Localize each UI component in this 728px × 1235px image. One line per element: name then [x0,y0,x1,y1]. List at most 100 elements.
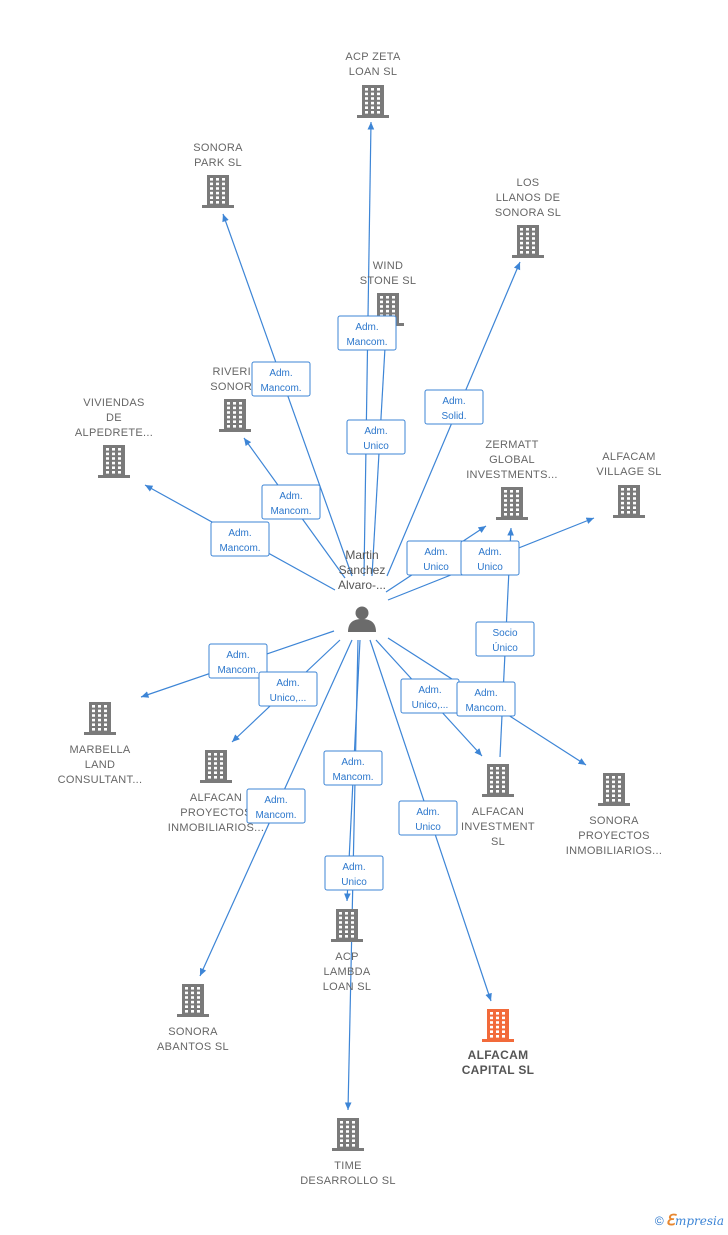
company-node-viviendas[interactable]: VIVIENDASDEALPEDRETE... [75,397,153,478]
company-node-marbella[interactable]: MARBELLALANDCONSULTANT... [58,702,143,786]
company-name: DESARROLLO SL [300,1175,396,1187]
empresia-brand[interactable]: ©ℇmpresia [655,1211,724,1229]
brand-name: mpresia [674,1214,724,1228]
company-name: SONORA [168,1026,218,1038]
company-node-sonora-proyectos[interactable]: SONORAPROYECTOSINMOBILIARIOS... [566,773,662,857]
edge-label-box [210,521,270,557]
building-icon [219,399,251,432]
edge-label-text: Adm. [364,426,387,437]
edge-label-box [208,643,268,679]
edge-label-text: Adm. [279,491,302,502]
company-name: STONE SL [360,275,417,287]
building-icon [598,773,630,806]
company-name: DE [106,412,122,424]
edge-label-box [337,315,397,351]
company-node-alfacan-proyectos[interactable]: ALFACAN PROYECTOS INMOBILIARIOS... [168,750,264,834]
company-name: PROYECTOS [180,807,252,819]
edge-label-box [346,419,406,455]
edge-label-text: Unico,... [270,693,307,704]
copyright-icon: © [654,1214,664,1228]
edge-label-alfacan-investment[interactable]: Adm.Unico,... [400,678,460,714]
edge-label-text: Adm. [355,322,378,333]
company-name: ABANTOS SL [157,1041,229,1053]
edge-label-box [323,750,383,786]
edge-label-box [246,788,306,824]
edge-label-alfacam-capital[interactable]: Adm. Unico [398,800,458,836]
company-name: INVESTMENTS... [466,469,558,481]
edge-label-text: Unico,... [412,700,449,711]
edge-label-text: Adm. [228,528,251,539]
building-icon [98,445,130,478]
empresia-logo-icon: ℇ [665,1211,675,1229]
company-name: LOAN SL [349,66,398,78]
building-icon [177,984,209,1017]
building-icon [613,485,645,518]
edge-label-text: Adm. [416,807,439,818]
edge-label-text: Solid. [441,411,466,422]
company-name: GLOBAL [489,454,535,466]
edge-label-text: Unico [423,562,449,573]
edge-label-text: Adm. [341,757,364,768]
edge-label-text: Mancom. [270,506,311,517]
edge-label-time-desarrollo[interactable]: Adm. Mancom. [323,750,383,786]
edge-label-los-llanos[interactable]: Adm.Solid. [424,389,484,425]
company-name: LLANOS DE [496,192,560,204]
company-node-zermatt[interactable]: ZERMATTGLOBALINVESTMENTS... [466,439,558,520]
company-name: LAMBDA [323,966,370,978]
company-name: VIVIENDAS [83,397,144,409]
edge-label-text: Único [492,641,518,654]
edge-label-box [456,681,516,717]
edge-label-acp-zeta-loan[interactable]: Adm. Mancom. [337,315,397,351]
building-icon [202,175,234,208]
edge-label-text: Adm. [269,368,292,379]
company-name: ACP [335,951,359,963]
company-name: VILLAGE SL [596,466,661,478]
building-icon [482,764,514,797]
edge-label-box [251,361,311,397]
edge-label-riveri[interactable]: Adm. Mancom. [261,484,321,520]
edge-label-alfacan-proyectos[interactable]: Adm.Unico,... [258,671,318,707]
building-icon [512,225,544,258]
building-icon [200,750,232,783]
edge-label-text: Mancom. [346,337,387,348]
edge-label-alfacam-village[interactable]: Adm.Unico [460,540,520,576]
edge-label-box [324,855,384,891]
edge-label-marbella[interactable]: Adm.Mancom. [208,643,268,679]
edge-label-text: Unico [415,822,441,833]
edge-label-text: Mancom. [332,772,373,783]
edge-label-text: Adm. [226,650,249,661]
edge-label-text: Adm. [424,547,447,558]
edge-label-text: Socio [492,628,517,639]
edge-label-sonora-park[interactable]: Adm.Mancom. [251,361,311,397]
edge-label-sonora-abantos[interactable]: Adm.Mancom. [246,788,306,824]
edge-label-viviendas[interactable]: Adm.Mancom. [210,521,270,557]
company-name: INMOBILIARIOS... [168,822,264,834]
edge-label-zermatt[interactable]: Adm. Unico [406,540,466,576]
edge-label-acp-lambda[interactable]: Adm.Unico [324,855,384,891]
edge-label-text: Mancom. [465,703,506,714]
person-name: Martin [345,548,378,562]
company-name: ALFACAN [190,792,242,804]
edge-label-sonora-proyectos[interactable]: Adm.Mancom. [456,681,516,717]
company-node-sonora-abantos[interactable]: SONORA ABANTOS SL [157,984,229,1053]
company-name: SONORA [210,381,260,393]
edge-label-box [258,671,318,707]
edge-label-text: Unico [341,877,367,888]
company-name: SONORA SL [495,207,561,219]
company-name: TIME [334,1160,361,1172]
edge-labels-layer: Adm.Mancom.Adm.Mancom.Adm.Solid.Adm.Unic… [208,315,535,891]
company-node-time-desarrollo[interactable]: TIME DESARROLLO SL [300,1118,396,1187]
person-node[interactable]: MartinSanchezAlvaro-... [338,548,386,632]
edge-label-wind-stone[interactable]: Adm.Unico [346,419,406,455]
